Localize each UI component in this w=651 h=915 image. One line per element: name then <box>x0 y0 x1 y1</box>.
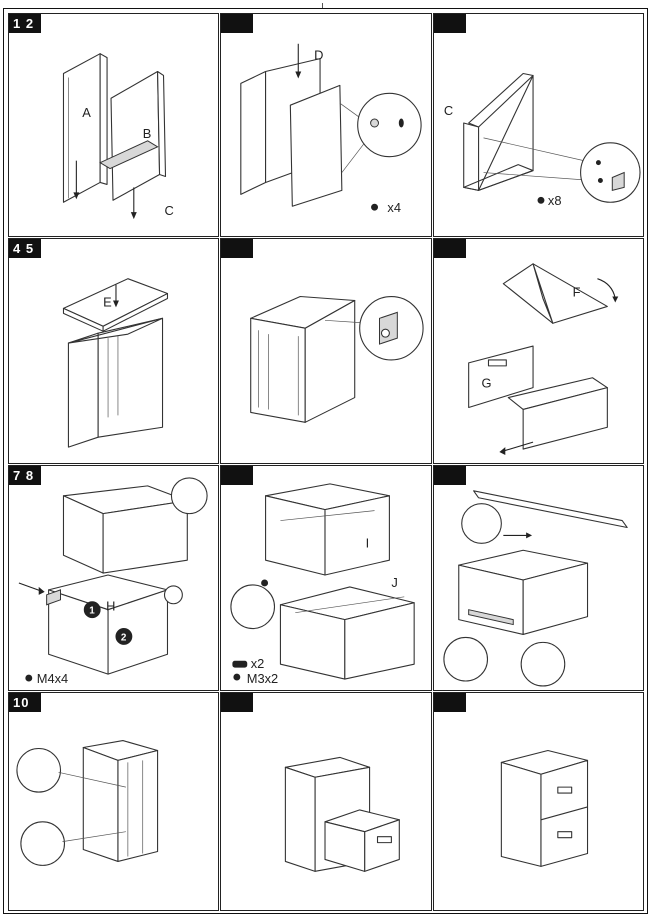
part-label-c: C <box>444 103 453 118</box>
step-tag <box>434 466 466 485</box>
step-tag <box>221 466 253 485</box>
illustration-top-panel: E <box>62 278 169 448</box>
illustration-drawer-parts: F G <box>468 263 619 456</box>
illustration-finished-cabinet <box>500 749 589 867</box>
step-number-2: 2 <box>121 632 127 643</box>
part-label-a: A <box>82 105 91 120</box>
panel-step-complete <box>433 692 644 911</box>
panel-step-1-2: 1 2 A B C <box>8 13 219 237</box>
illustration-cabinet-body <box>250 295 424 423</box>
panel-step-back-panel: D x4 <box>220 13 432 237</box>
illustration-side-panels: A B C <box>62 53 174 220</box>
hardware-count: x8 <box>548 193 562 208</box>
hardware-count: M4x4 <box>37 671 68 686</box>
step-tag <box>434 14 466 33</box>
illustration-drawer-assembly: 1 2 H M4x4 <box>18 477 208 686</box>
step-tag: 7 8 <box>9 466 41 485</box>
illustration-back-panel: D x4 <box>240 43 422 215</box>
panel-step-drawer-parts: F G <box>433 238 644 464</box>
illustration-drawer-rail <box>443 490 628 687</box>
panel-step-insert-drawer <box>220 692 432 911</box>
illustration-drawer-box: I J x2 M3x2 <box>230 483 415 686</box>
panel-step-frame: C x8 <box>433 13 644 237</box>
illustration-insert-drawer <box>284 756 400 872</box>
step-tag <box>434 693 466 712</box>
illustration-frame-bracket: C x8 <box>444 72 641 208</box>
instruction-sheet: 1 2 A B C <box>3 8 648 914</box>
part-label-e: E <box>103 294 112 309</box>
top-crop-mark <box>322 3 323 9</box>
step-tag: 10 <box>9 693 41 712</box>
step-tag <box>221 693 253 712</box>
step-tag: 4 5 <box>9 239 41 258</box>
illustration-cabinet-rails <box>16 740 159 866</box>
part-label-f: F <box>573 285 581 300</box>
panel-step-drawer-box: I J x2 M3x2 <box>220 465 432 691</box>
part-label-h: H <box>106 599 115 614</box>
part-label-j: J <box>391 575 397 590</box>
step-tag: 1 2 <box>9 14 41 33</box>
panel-step-7-8: 7 8 1 2 H M4x4 <box>8 465 219 691</box>
panel-step-cabinet-body <box>220 238 432 464</box>
hardware-count: x4 <box>387 200 401 215</box>
part-label-i: I <box>366 535 370 550</box>
part-label-d: D <box>314 48 323 63</box>
hardware-count-1: x2 <box>251 656 265 671</box>
step-tag <box>434 239 466 258</box>
hardware-count-2: M3x2 <box>247 671 278 686</box>
step-number-1: 1 <box>89 606 95 617</box>
panel-step-drawer-rail <box>433 465 644 691</box>
panel-step-10: 10 <box>8 692 219 911</box>
panel-step-4-5: 4 5 E <box>8 238 219 464</box>
part-label-b: B <box>143 126 152 141</box>
part-label-g: G <box>482 376 492 391</box>
step-tag <box>221 14 253 33</box>
step-tag <box>221 239 253 258</box>
part-label-c: C <box>165 203 174 218</box>
